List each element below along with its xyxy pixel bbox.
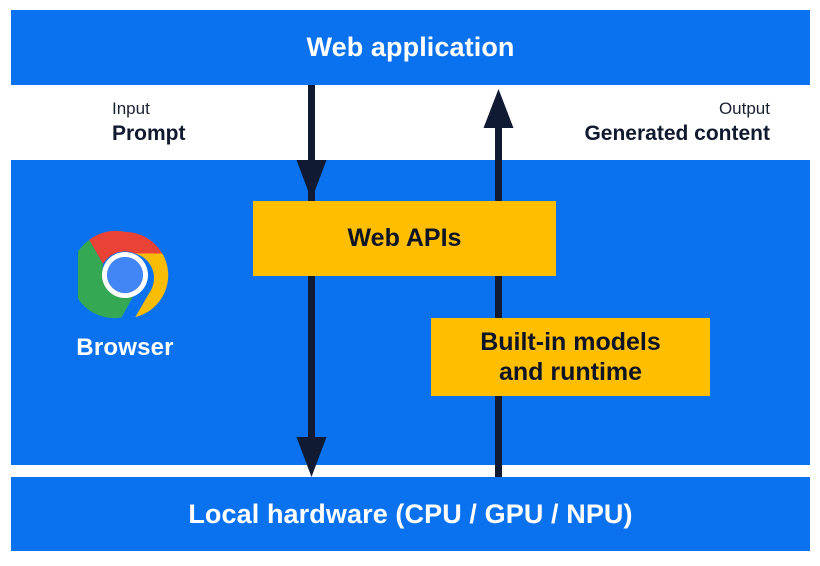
band-local-hardware: Local hardware (CPU / GPU / NPU) (11, 477, 810, 551)
band-web-application-label: Web application (306, 32, 515, 62)
browser-group: Browser (41, 228, 209, 362)
box-web-apis[interactable]: Web APIs (253, 201, 556, 276)
box-built-in-models-line2: and runtime (498, 358, 643, 386)
output-kind-label: Output (718, 99, 770, 118)
band-local-hardware-label: Local hardware (CPU / GPU / NPU) (188, 498, 633, 529)
input-value-label: Prompt (112, 122, 186, 145)
output-annotation: Output Generated content (584, 100, 770, 144)
output-value-label: Generated content (584, 122, 770, 145)
box-built-in-models-line1: Built-in models (480, 327, 661, 356)
input-kind-label: Input (112, 99, 150, 118)
band-web-application: Web application (11, 10, 810, 85)
box-built-in-models-label: Built-in models and runtime (480, 327, 661, 388)
box-web-apis-label: Web APIs (347, 224, 462, 252)
chrome-logo-icon (78, 230, 169, 319)
browser-label: Browser (76, 334, 174, 361)
input-annotation: Input Prompt (112, 100, 186, 144)
box-built-in-models[interactable]: Built-in models and runtime (431, 318, 710, 396)
